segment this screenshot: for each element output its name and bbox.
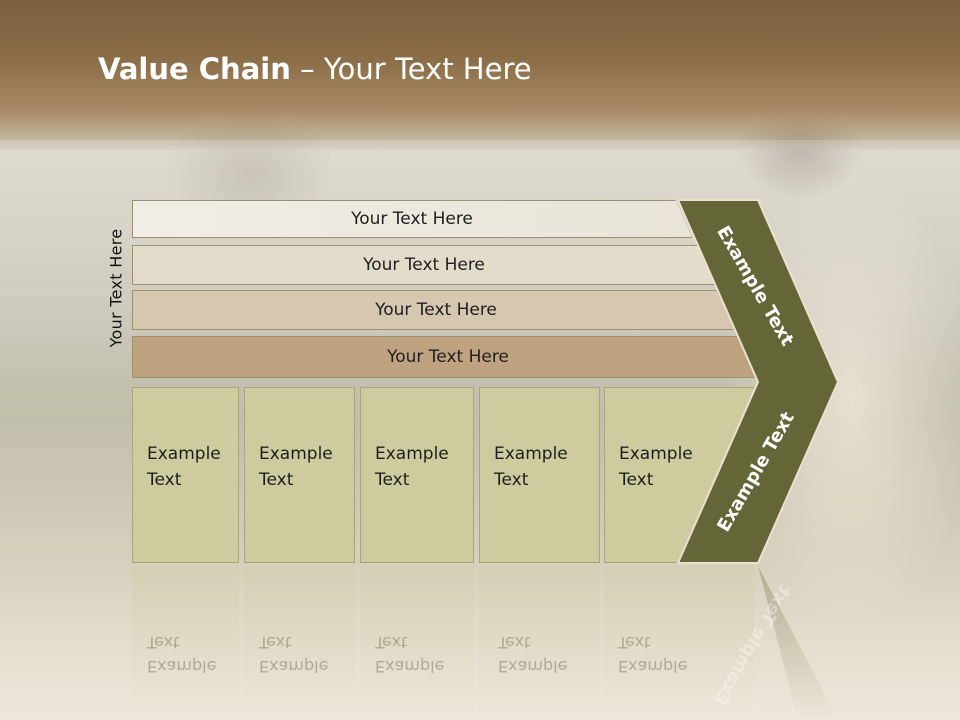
box-5-line-2: Text bbox=[619, 470, 654, 490]
box-4-line-2: Text bbox=[494, 470, 529, 490]
box-2-reflection bbox=[244, 566, 355, 720]
title-band bbox=[0, 0, 960, 150]
bar-3-label: Your Text Here bbox=[375, 300, 497, 320]
box-1: Example Text bbox=[132, 387, 239, 563]
box-1-line-1: Example bbox=[147, 444, 221, 464]
title-bold: Value Chain bbox=[98, 52, 291, 86]
box-2: Example Text bbox=[244, 387, 355, 563]
box-3: Example Text bbox=[360, 387, 474, 563]
bar-2: Your Text Here bbox=[132, 245, 716, 285]
chevron-reflection bbox=[678, 566, 838, 720]
box-5-line-1: Example bbox=[619, 444, 693, 464]
box-5-reflection bbox=[604, 566, 754, 720]
box-3-line-1: Example bbox=[375, 444, 449, 464]
box-1-line-2: Text bbox=[147, 470, 182, 490]
bar-4-label: Your Text Here bbox=[387, 347, 509, 367]
chevron-arrow bbox=[676, 199, 840, 564]
box-2-line-1: Example bbox=[259, 444, 333, 464]
box-4-reflection bbox=[479, 566, 600, 720]
box-4-line-1: Example bbox=[494, 444, 568, 464]
bar-1: Your Text Here bbox=[132, 200, 692, 238]
bar-4: Your Text Here bbox=[132, 336, 764, 378]
title-rest: – Your Text Here bbox=[290, 52, 532, 86]
slide-title: Value Chain – Your Text Here bbox=[98, 52, 532, 86]
box-3-line-2: Text bbox=[375, 470, 410, 490]
bar-1-label: Your Text Here bbox=[351, 209, 473, 229]
box-3-reflection bbox=[360, 566, 474, 720]
bar-3: Your Text Here bbox=[132, 290, 740, 330]
box-1-reflection bbox=[132, 566, 239, 720]
bar-2-label: Your Text Here bbox=[363, 255, 485, 275]
box-4: Example Text bbox=[479, 387, 600, 563]
box-2-line-2: Text bbox=[259, 470, 294, 490]
